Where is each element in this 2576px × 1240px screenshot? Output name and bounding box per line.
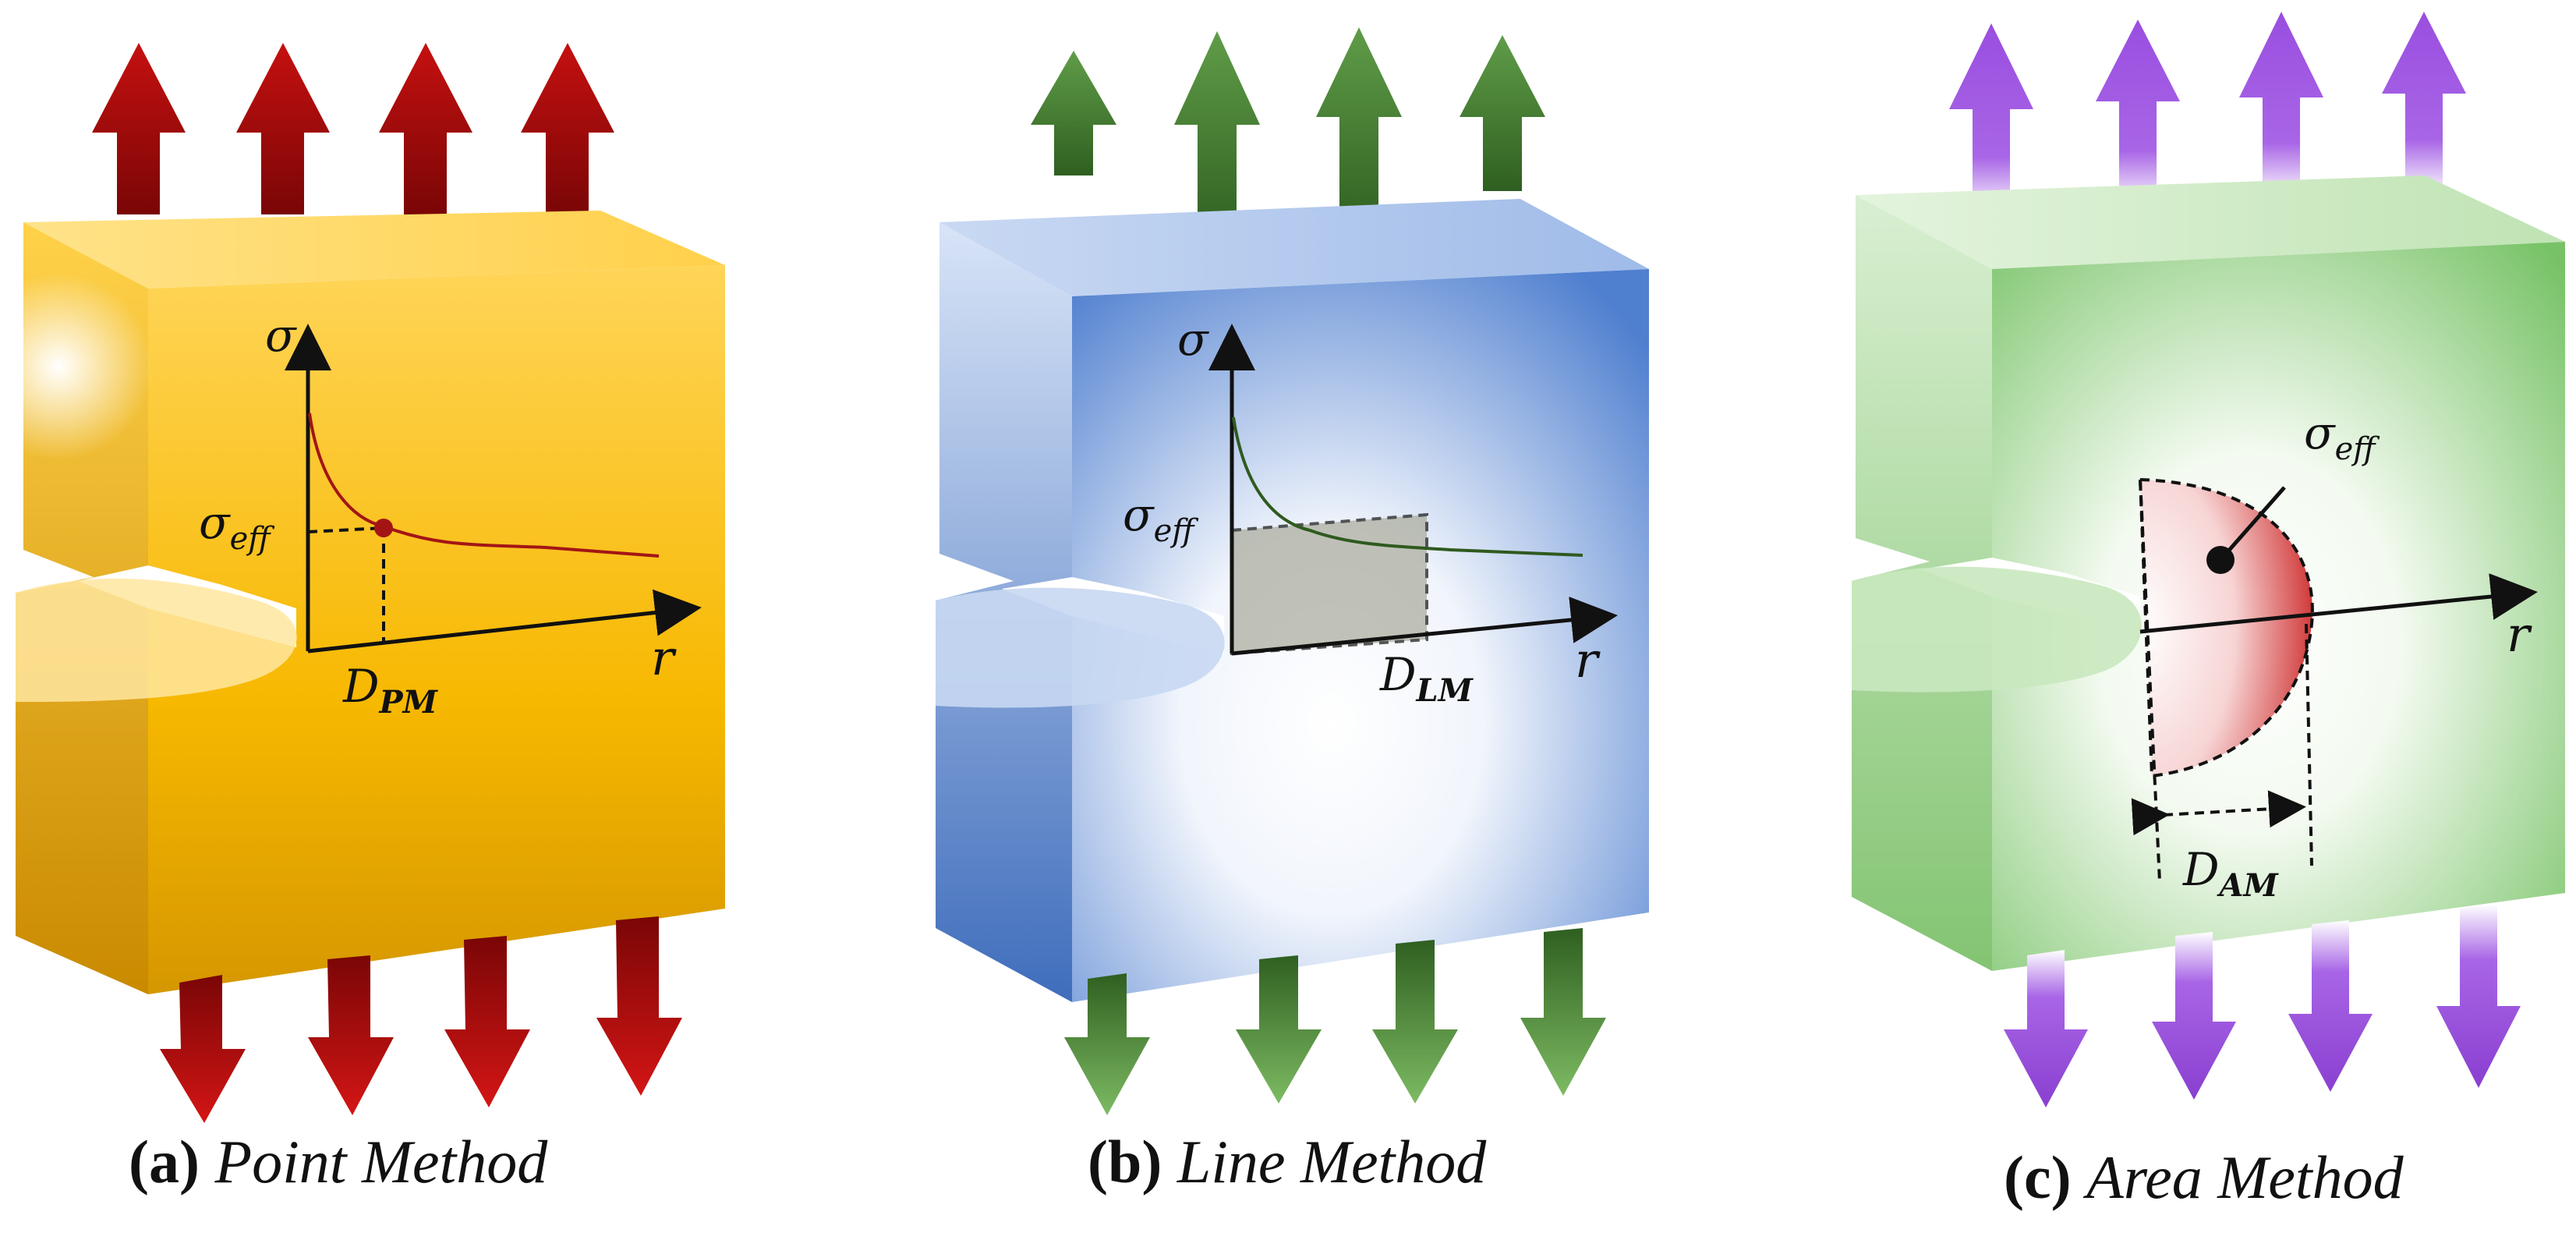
block-top-face: [939, 199, 1649, 296]
arrow-down: [444, 936, 530, 1107]
tension-arrows-bottom: [160, 916, 682, 1123]
sigma-eff-label: σeff: [199, 496, 275, 557]
caption-line-method: (b) Line Method: [1088, 1127, 1486, 1213]
arrow-down: [2436, 905, 2521, 1088]
arrow-up: [2096, 19, 2180, 207]
caption-letter: (c): [2004, 1143, 2072, 1211]
sigma-eff-label: σeff: [1123, 488, 1199, 549]
arrow-up: [1316, 27, 1402, 234]
arrow-up: [2239, 12, 2323, 199]
arrow-down: [2288, 920, 2373, 1092]
arrow-up: [1460, 35, 1545, 191]
distance-label: DLM: [1379, 648, 1474, 709]
caption-title: Area Method: [2086, 1143, 2404, 1211]
arrow-up: [236, 43, 330, 214]
arrow-down: [308, 955, 394, 1115]
tension-arrows-bottom: [1064, 928, 1606, 1115]
caption-area-method: (c) Area Method: [2004, 1143, 2404, 1228]
arrow-up: [1174, 31, 1260, 242]
block-top-face: [1856, 175, 2565, 269]
block-top-face: [23, 211, 725, 289]
panel-point-method: σ r σeff DPM: [0, 43, 725, 1123]
tension-arrows-top: [1031, 27, 1545, 242]
tension-arrows-top: [1949, 12, 2466, 214]
x-axis: [307, 589, 702, 654]
x-axis-label: r: [1575, 632, 1601, 689]
notch-tip: [16, 578, 297, 702]
arrow-up: [92, 43, 186, 214]
arrow-up: [379, 43, 472, 214]
arrow-down: [1372, 940, 1458, 1104]
notched-specimen: [0, 211, 725, 994]
specular-highlight: [0, 273, 152, 460]
notch-tip: [936, 587, 1225, 708]
distance-label: DPM: [342, 660, 439, 721]
process-zone: [2138, 477, 2314, 778]
caption-letter: (b): [1088, 1128, 1162, 1196]
x-axis-label: r: [651, 629, 677, 686]
y-axis-label: σ: [265, 309, 297, 362]
caption-letter: (a): [129, 1128, 200, 1196]
block-front-face: [148, 265, 725, 994]
notch-tip: [1852, 566, 2142, 693]
leader-line: [2219, 486, 2286, 562]
arrow-up: [1031, 51, 1116, 175]
panel-line-method: σ r σeff DLM: [936, 27, 1649, 1115]
arrow-down: [1520, 928, 1606, 1096]
stress-plot: σ r σeff DPM: [199, 309, 702, 721]
x-axis: [1231, 597, 1618, 656]
arrow-down: [2152, 932, 2236, 1100]
zone-bound-right: [2305, 623, 2313, 866]
sigma-eff-label: σeff: [2304, 406, 2380, 467]
arrow-down: [1064, 973, 1150, 1115]
stress-plot: σ r σeff DLM: [1123, 313, 1618, 709]
caption-title: Point Method: [214, 1128, 548, 1196]
critical-point: [374, 519, 393, 537]
arrow-down: [2004, 950, 2088, 1107]
arrow-up: [521, 43, 614, 214]
sigma-eff-guide: [307, 526, 384, 533]
width-dimension: [2131, 790, 2306, 836]
panel-area-method: r σeff DAM: [1852, 12, 2565, 1107]
x-axis-label: r: [2507, 606, 2532, 663]
stress-curve: [1232, 416, 1583, 557]
caption-point-method: (a) Point Method: [129, 1127, 547, 1213]
area-plot: r σeff DAM: [2131, 406, 2538, 904]
tension-arrows-bottom: [2004, 905, 2521, 1107]
arrow-down: [596, 916, 682, 1096]
caption-title: Line Method: [1177, 1128, 1487, 1196]
averaged-area: [1230, 512, 1428, 656]
tension-arrows-top: [92, 43, 614, 214]
arrow-up: [2382, 12, 2466, 195]
arrow-up: [1949, 23, 2033, 214]
y-axis-label: σ: [1177, 313, 1209, 366]
arrow-down: [1236, 955, 1322, 1104]
distance-label: DAM: [2182, 843, 2280, 904]
x-axis: [2139, 573, 2538, 634]
arrow-down: [160, 975, 246, 1123]
